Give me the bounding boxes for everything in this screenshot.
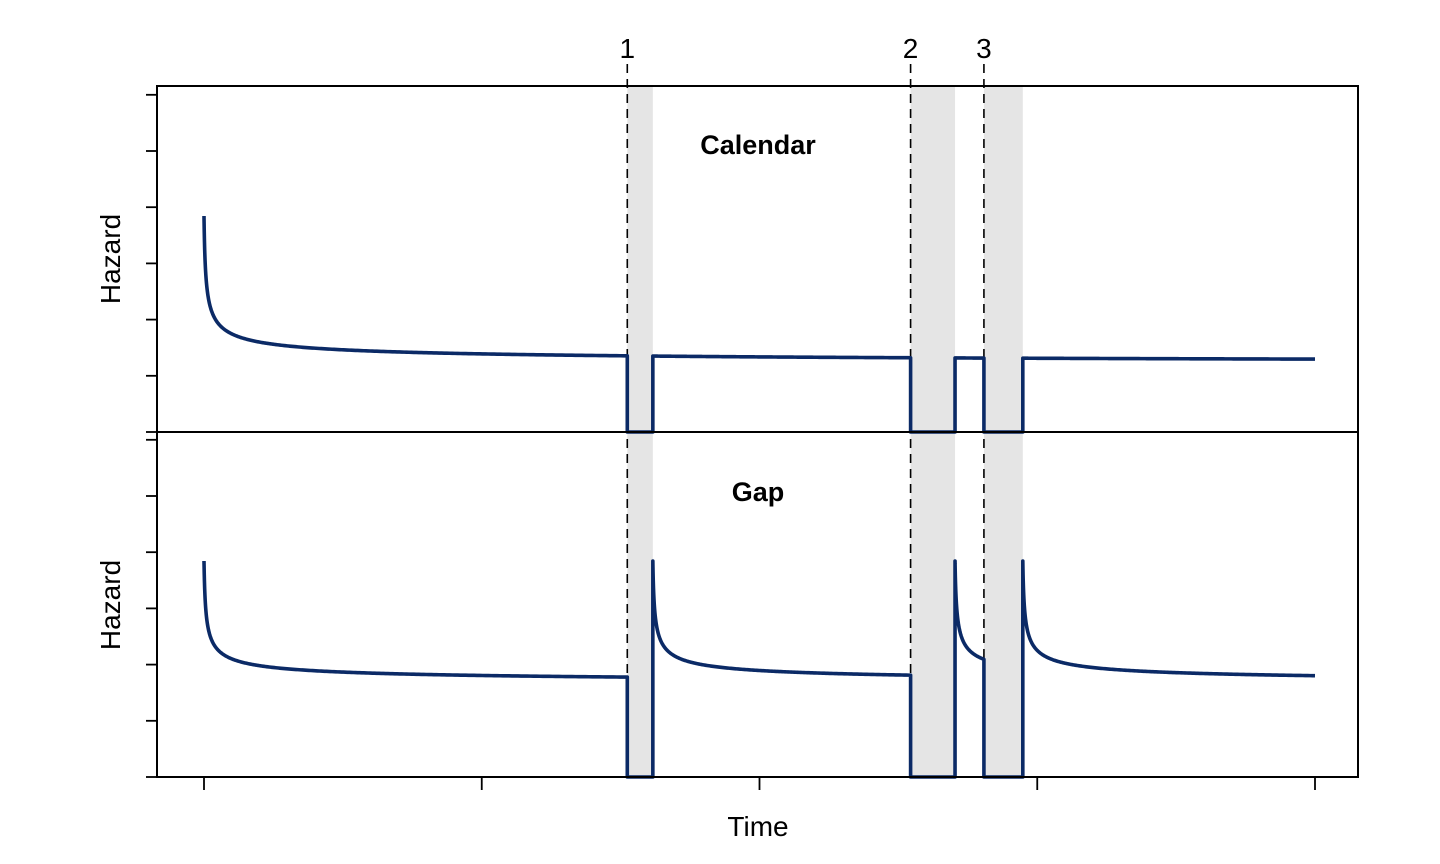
axis-tick-layer [146, 93, 1316, 790]
gap-panel-frame [156, 431, 1359, 778]
calendar-panel-title: Calendar [700, 130, 816, 160]
gap-y-axis-label: Hazard [95, 560, 126, 650]
event-label-1: 1 [620, 33, 636, 64]
gap-hazard-curve [202, 559, 1316, 779]
x-axis-label: Time [727, 811, 788, 842]
event-label-3: 3 [976, 33, 992, 64]
calendar-y-axis-label: Hazard [95, 214, 126, 304]
panel-frame-layer [156, 85, 1359, 778]
event-label-2: 2 [903, 33, 919, 64]
gap-panel-title: Gap [732, 477, 785, 507]
calendar-hazard-curve [202, 214, 1316, 434]
event-label-layer: 1 2 3 [620, 33, 992, 64]
